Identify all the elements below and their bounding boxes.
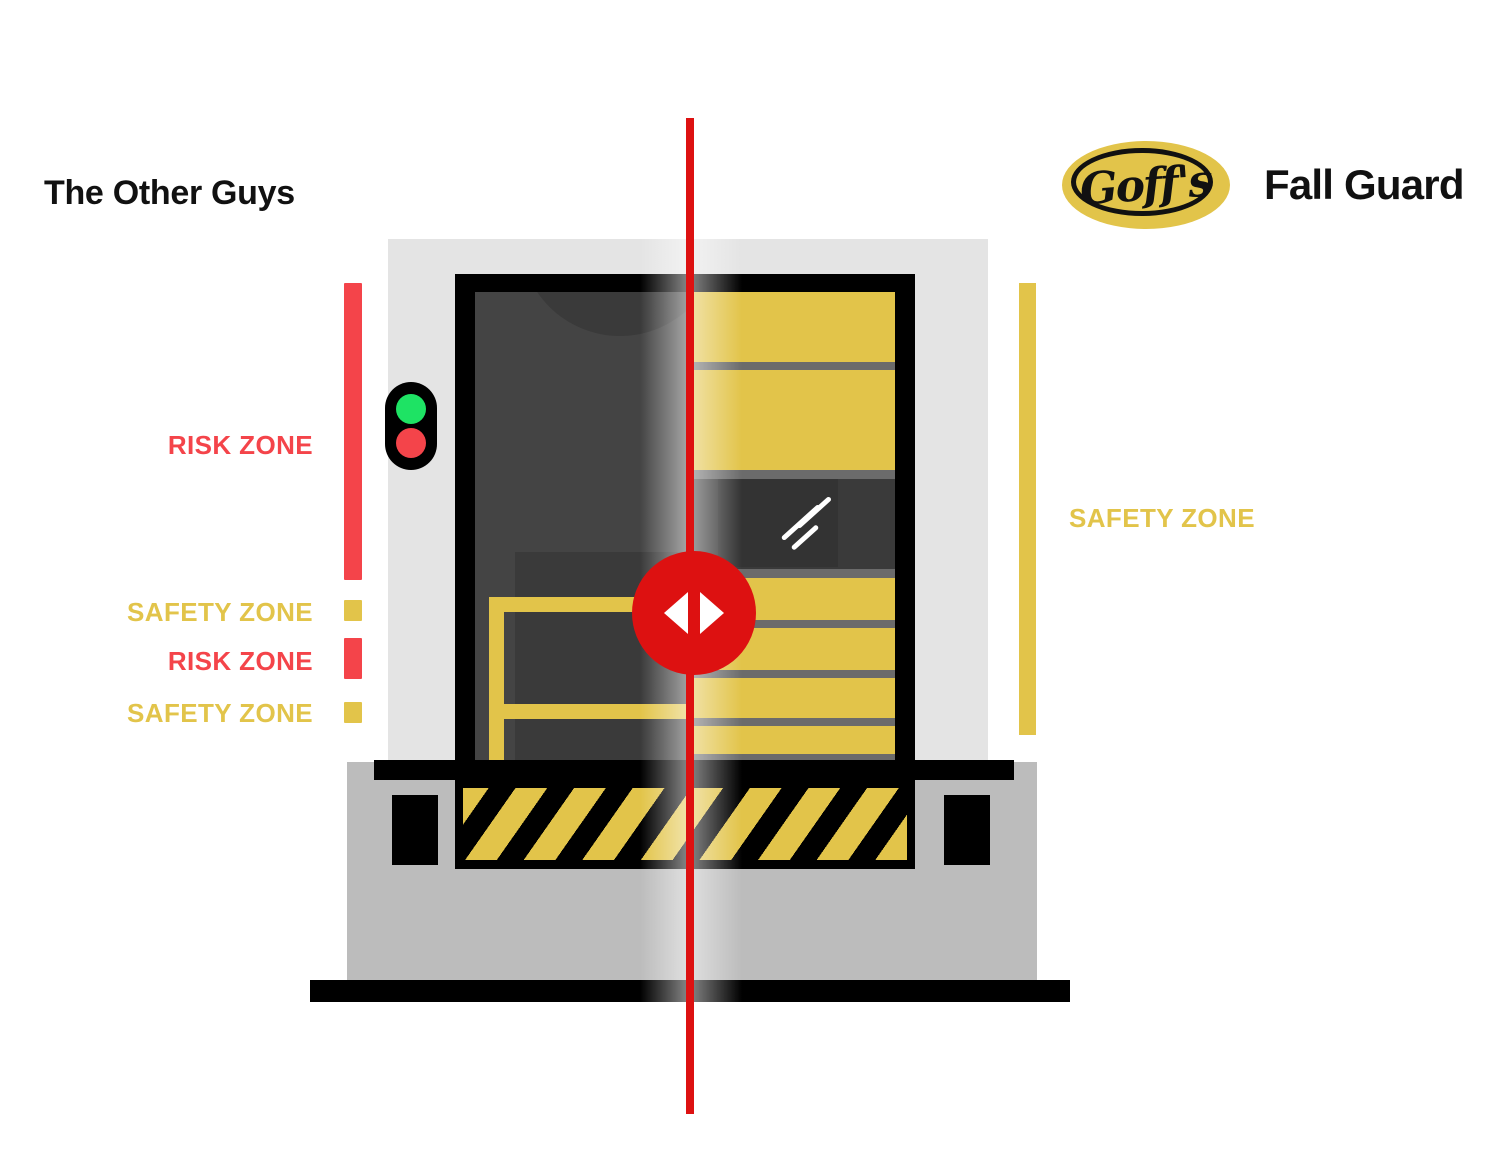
green-lamp-icon <box>396 394 426 424</box>
barrier-gap <box>690 670 895 678</box>
dock-ledge <box>374 760 1014 780</box>
barrier-gap <box>690 620 895 628</box>
barrier-slat <box>690 726 895 754</box>
other-guys-heading: The Other Guys <box>44 174 295 212</box>
trailer-roof-dome <box>520 292 690 336</box>
barrier-gap <box>690 754 895 762</box>
barrier-gap <box>690 718 895 726</box>
trailer-window-glass <box>718 479 838 567</box>
fall-guard-heading: Fall Guard <box>1264 161 1465 208</box>
dock-bumper-right <box>944 795 990 865</box>
dock-bumper-left <box>392 795 438 865</box>
barrier-gap <box>690 470 895 479</box>
barrier-slat <box>690 292 895 362</box>
trailer-opening <box>475 292 895 762</box>
hazard-stripe-band <box>455 780 915 868</box>
barrier-gap <box>690 362 895 370</box>
legend-label-risk-zone-mid: RISK ZONE <box>167 646 313 676</box>
barrier-gap <box>690 569 895 578</box>
legend-marker-safety-zone-right <box>1019 283 1036 735</box>
arrow-left-icon <box>664 592 688 634</box>
goffs-logo-ring <box>1071 148 1213 216</box>
unprotected-dock-half <box>475 292 690 762</box>
goffs-logo: Goff's <box>1062 141 1230 229</box>
barrier-slat <box>690 370 895 470</box>
dock-traffic-light[interactable] <box>385 382 437 470</box>
goffs-logo-wordmark: Goff's <box>1078 154 1214 216</box>
open-rail-mid <box>489 704 690 719</box>
barrier-slat <box>690 678 895 718</box>
comparison-slider-handle[interactable] <box>632 551 756 675</box>
brand-header: Goff's Fall Guard <box>1062 141 1465 229</box>
legend-marker-safety-zone-low <box>344 702 362 723</box>
hazard-stripes-pattern <box>463 788 907 860</box>
fall-guard-barrier-half <box>690 292 895 762</box>
legend-marker-risk-zone-top <box>344 283 362 580</box>
legend-label-safety-zone-low: SAFETY ZONE <box>127 698 313 728</box>
legend-label-safety-zone-right: SAFETY ZONE <box>1069 503 1255 533</box>
red-lamp-icon <box>396 428 426 458</box>
open-rail-post <box>489 597 504 762</box>
legend-label-safety-zone-mid: SAFETY ZONE <box>127 597 313 627</box>
arrow-right-icon <box>700 592 724 634</box>
legend-marker-risk-zone-mid <box>344 638 362 679</box>
legend-label-risk-zone-top: RISK ZONE <box>167 430 313 460</box>
legend-marker-safety-zone-mid <box>344 600 362 621</box>
